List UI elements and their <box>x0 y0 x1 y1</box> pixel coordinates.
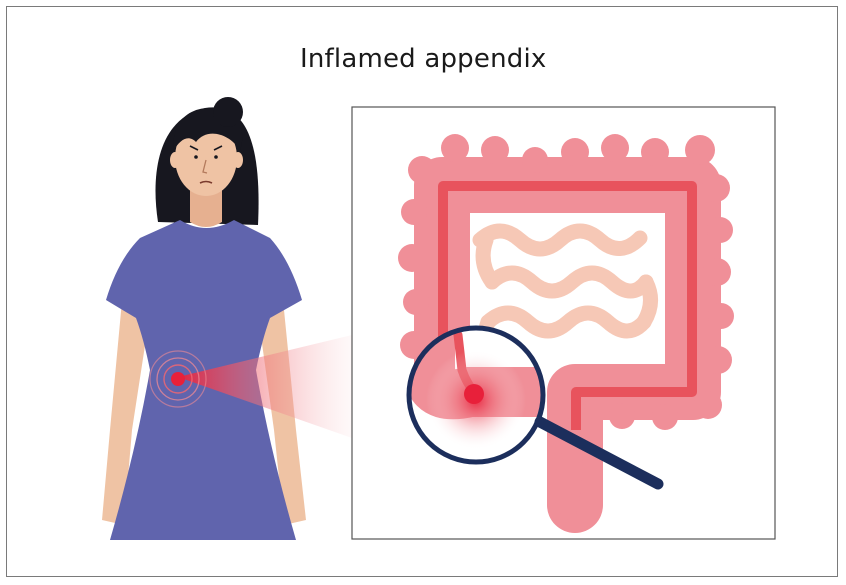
left-ear <box>170 152 180 168</box>
woman-figure <box>102 97 306 540</box>
right-ear <box>233 152 243 168</box>
right-eye <box>214 155 218 159</box>
appendix-icon <box>464 384 484 404</box>
left-eye <box>194 155 198 159</box>
hair-bun <box>213 97 243 127</box>
